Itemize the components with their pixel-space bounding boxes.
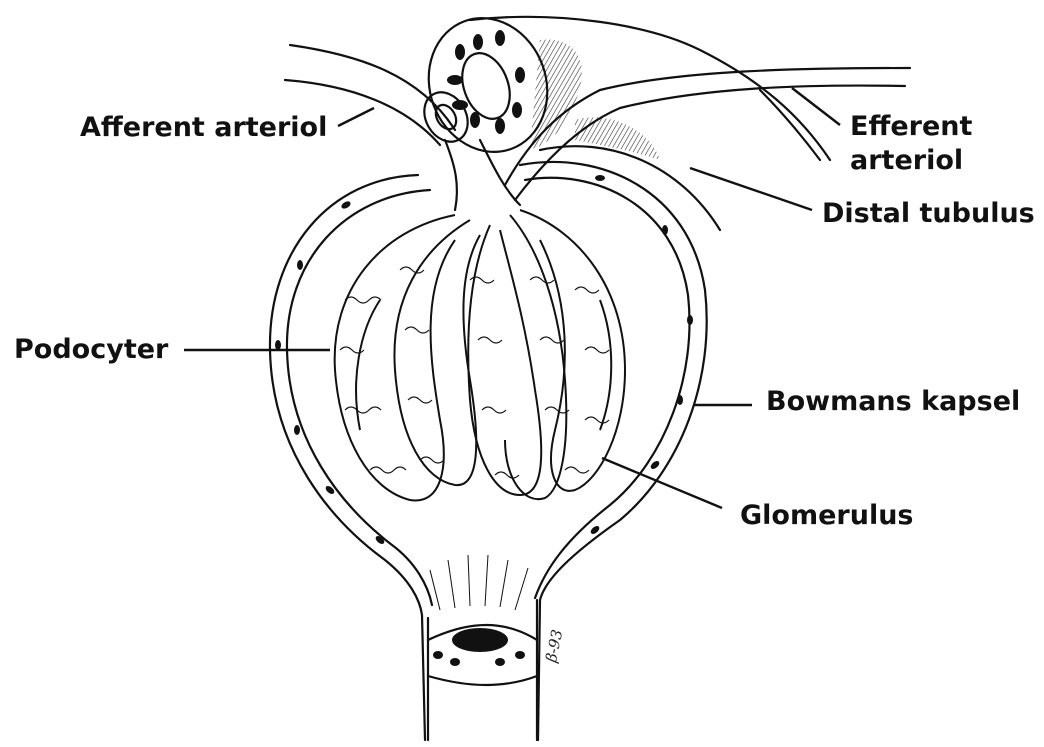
bowmans-kapsel-label: Bowmans kapsel xyxy=(766,386,1020,418)
efferent-arteriol-label-line1: Efferent xyxy=(850,111,972,143)
afferent-leader xyxy=(338,108,374,126)
bowman-capsule-outer xyxy=(270,175,425,740)
leader-lines xyxy=(184,88,840,508)
podocyte-texture xyxy=(340,267,609,478)
bowman-capsule-inner-right xyxy=(525,178,690,598)
distal-leader xyxy=(690,168,812,210)
vascular-stalk-right xyxy=(480,140,520,205)
distal-tubulus-bottom xyxy=(540,146,720,230)
urinary-pole-rays xyxy=(430,555,528,610)
proximal-epithelium-lower xyxy=(428,676,537,685)
capillary-loops xyxy=(335,210,625,500)
efferent-leader xyxy=(792,88,840,125)
distal-wall xyxy=(760,90,820,160)
distal-tubule-lumen xyxy=(454,47,519,126)
efferent-arteriol-label-line2: arteriol xyxy=(850,145,963,177)
distal-shading xyxy=(575,117,660,160)
macula-densa-nucleus xyxy=(452,628,508,652)
distal-tubulus-label: Distal tubulus xyxy=(822,198,1035,230)
vascular-stalk-left xyxy=(445,140,457,210)
glomerulus-label: Glomerulus xyxy=(740,500,914,532)
glomerulus-leader xyxy=(602,458,722,508)
afferent-arteriol-label: Afferent arteriol xyxy=(80,112,327,144)
podocyter-label: Podocyter xyxy=(14,334,168,366)
tubule-nuclei xyxy=(433,30,525,666)
